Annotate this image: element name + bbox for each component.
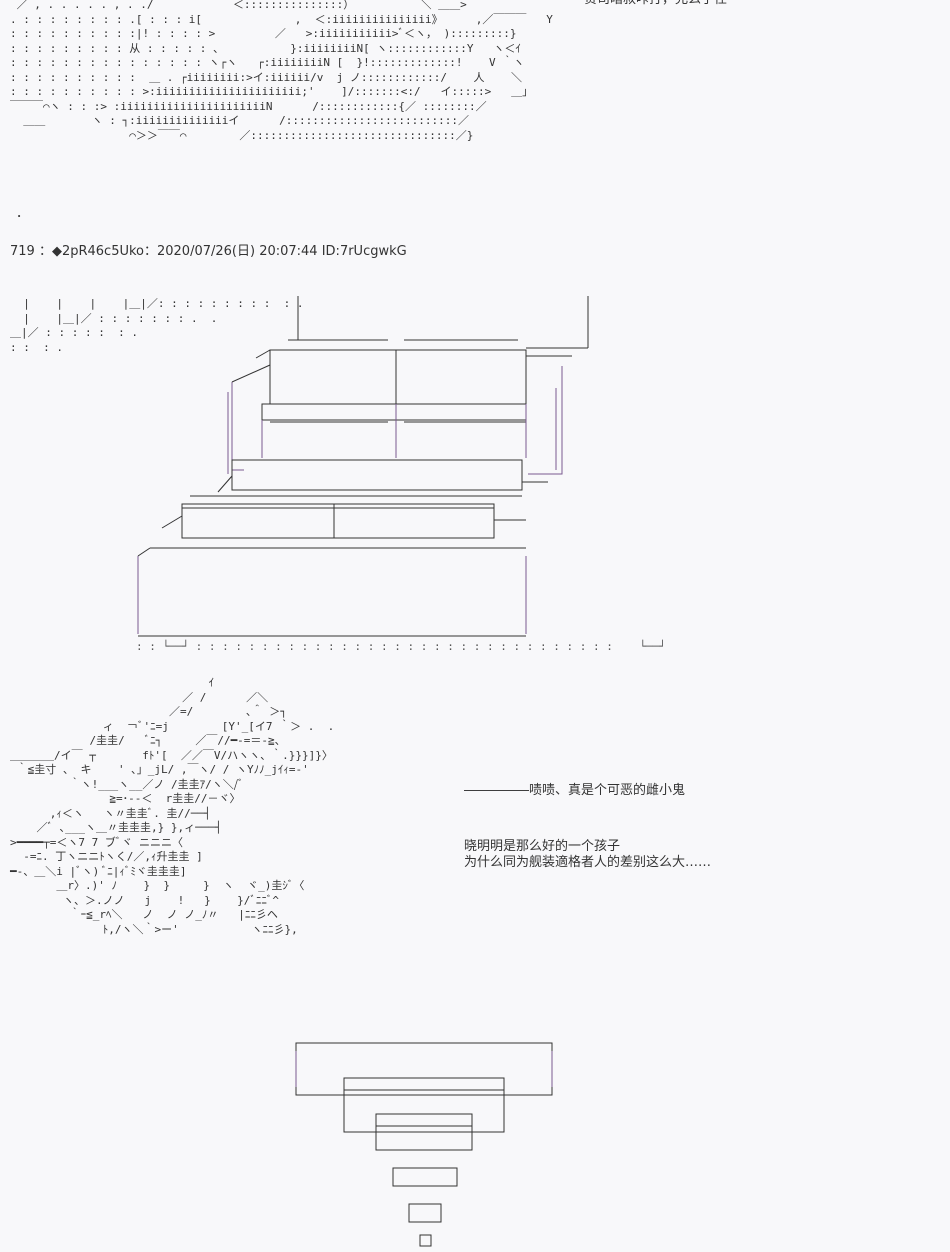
sofa-cushion-right <box>333 503 495 539</box>
ascii-sofa-base: : : └──┘ : : : : : : : : : : : : : : : :… <box>136 640 666 653</box>
ascii-art-mid: | | | |＿|／: : : : : : : : : : . | |＿|／ :… <box>10 297 304 354</box>
ascii-art-character: ｲ ／ / ／＼ ／=/ ､＾ ＞┐ ィ ￢ﾞ'ﾆ=j [Y'_[イ7 ｀＞ .… <box>10 676 335 936</box>
sofa-line <box>161 515 183 529</box>
sofa-seat-front <box>231 459 523 491</box>
box-tiny <box>408 1203 442 1223</box>
dialogue-line-1: ―――――啧啧、真是个可恶的雌小鬼 <box>464 783 686 798</box>
sofa-line <box>137 547 151 557</box>
dot-marker: ． <box>16 206 30 221</box>
sofa-line <box>231 364 271 383</box>
sofa-arm-right <box>528 366 563 475</box>
box-large <box>295 1042 553 1096</box>
box-smallest <box>419 1234 432 1247</box>
ascii-art-top: ／ , . . . . . , . ./ ＜:::::::::::::::） ＼… <box>10 0 553 142</box>
box-medium <box>343 1077 505 1133</box>
top-right-text: 贤司暗叔咔打，允么了仕 <box>584 0 727 8</box>
sofa-line <box>217 475 233 493</box>
box-small <box>375 1113 473 1151</box>
box-smaller <box>392 1167 458 1187</box>
post-header: 719 ：◆2pR46c5Uko：2020/07/26(日) 20:07:44 … <box>10 244 407 259</box>
dialogue-line-2: 晓明明是那么好的一个孩子 <box>464 839 621 854</box>
sofa-line <box>255 349 271 359</box>
dialogue-line-3: 为什么同为舰装適格者人的差别这么大…… <box>464 855 712 870</box>
